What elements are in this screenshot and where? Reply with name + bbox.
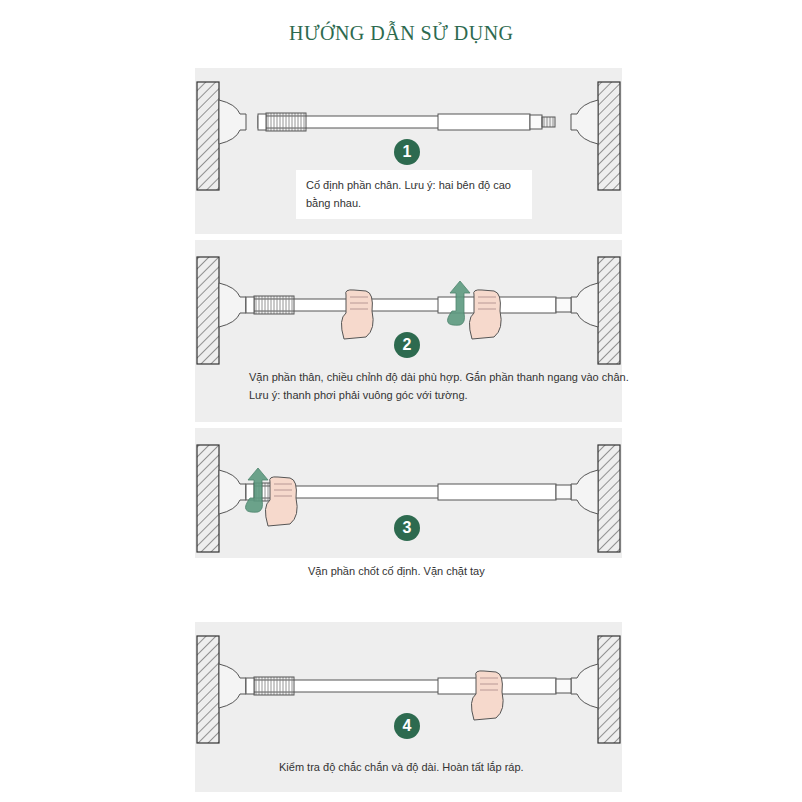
wall	[197, 82, 219, 190]
hand	[471, 671, 503, 720]
finger-line	[274, 496, 292, 497]
finger-line	[480, 684, 498, 685]
rod-grip	[246, 297, 254, 313]
rod-grip	[254, 677, 294, 695]
rotate-arrow	[246, 468, 269, 512]
panel-ground	[195, 622, 622, 792]
step-number: 1	[394, 139, 420, 165]
finger-line	[478, 303, 496, 304]
rod-foot	[571, 470, 598, 514]
instruction-text: Kiểm tra độ chắc chắn và độ dài. Hoàn tấ…	[279, 758, 609, 776]
rod-tube	[438, 484, 556, 500]
rod-foot	[219, 100, 246, 144]
callout-number: 1	[403, 143, 412, 161]
wall	[598, 257, 620, 364]
hand	[265, 477, 297, 526]
finger-line	[480, 690, 498, 691]
instruction-box: Cố định phần chân. Lưu ý: hai bên độ cao…	[296, 170, 532, 219]
finger-line	[478, 297, 496, 298]
rod-grip	[254, 296, 294, 314]
rod-grip	[246, 678, 254, 694]
wall	[197, 257, 219, 364]
wall	[598, 82, 620, 190]
rod-group	[197, 82, 620, 743]
rod-illustration	[197, 636, 620, 743]
rod-grip	[266, 113, 306, 131]
rod-thread	[542, 117, 555, 127]
callout-number: 2	[403, 336, 412, 354]
panel-ground	[195, 428, 622, 558]
hand	[341, 290, 373, 339]
rod-cap	[556, 298, 571, 312]
rod-cap	[530, 115, 542, 129]
wall	[197, 636, 219, 743]
hand	[469, 290, 501, 339]
hand	[471, 671, 503, 720]
rod-illustration	[197, 445, 620, 552]
callout-number: 3	[403, 519, 412, 537]
hand	[341, 290, 373, 339]
rod-foot	[571, 664, 598, 708]
finger-line	[478, 309, 496, 310]
finger-line	[350, 309, 368, 310]
step-number: 3	[394, 515, 420, 541]
rod-foot	[219, 283, 246, 327]
instruction-text: Vặn phần thân, chiều chỉnh độ dài phù hợ…	[249, 368, 629, 404]
wall	[598, 636, 620, 743]
callout-number: 4	[403, 717, 412, 735]
rod-grip	[258, 114, 266, 130]
finger-line	[350, 303, 368, 304]
hand	[265, 477, 297, 526]
rod-cap	[556, 485, 571, 499]
rotate-arrow	[448, 281, 471, 325]
rod-foot	[219, 470, 246, 514]
wall	[598, 445, 620, 552]
finger-line	[350, 297, 368, 298]
rod-tube	[438, 114, 530, 130]
finger-line	[274, 490, 292, 491]
instruction-text: Cố định phần chân. Lưu ý: hai bên độ cao…	[306, 176, 522, 212]
finger-line	[480, 678, 498, 679]
rod-foot	[571, 283, 598, 327]
wall	[197, 445, 219, 552]
rod-foot	[571, 100, 598, 144]
panel-ground	[195, 68, 622, 234]
rod-illustration	[197, 257, 620, 364]
instruction-text: Vặn phần chốt cố định. Vặn chặt tay	[308, 562, 568, 580]
step-number: 2	[394, 332, 420, 358]
rod-foot	[219, 664, 246, 708]
step-number: 4	[394, 713, 420, 739]
title: HƯỚNG DẪN SỬ DỤNG	[289, 22, 514, 45]
hand	[469, 290, 501, 339]
finger-line	[274, 484, 292, 485]
rod-cap	[556, 679, 571, 693]
